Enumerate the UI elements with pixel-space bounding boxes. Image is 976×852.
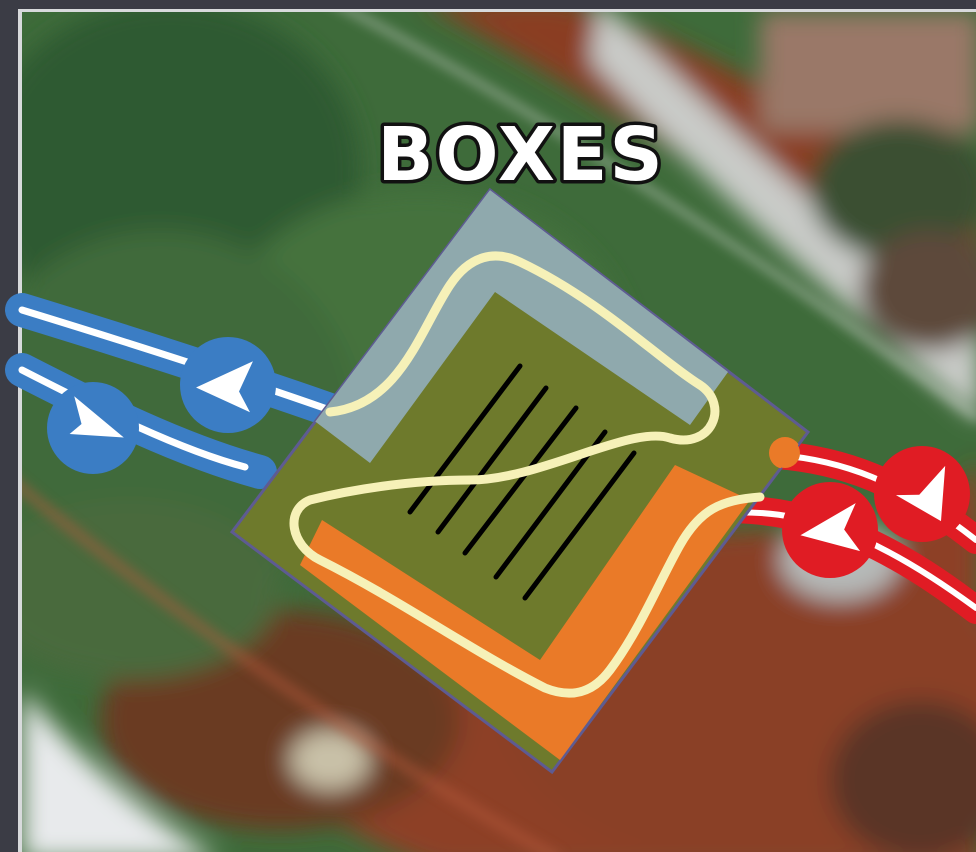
connector-dot	[770, 438, 800, 468]
blue-arrow-marker-right-icon[interactable]	[180, 337, 276, 433]
map-title: BOXES	[377, 112, 665, 198]
red-arrow-marker-left-icon[interactable]	[782, 482, 878, 578]
blue-arrow-marker-left-icon[interactable]	[47, 382, 139, 474]
red-arrow-marker-right-icon[interactable]	[874, 446, 970, 542]
